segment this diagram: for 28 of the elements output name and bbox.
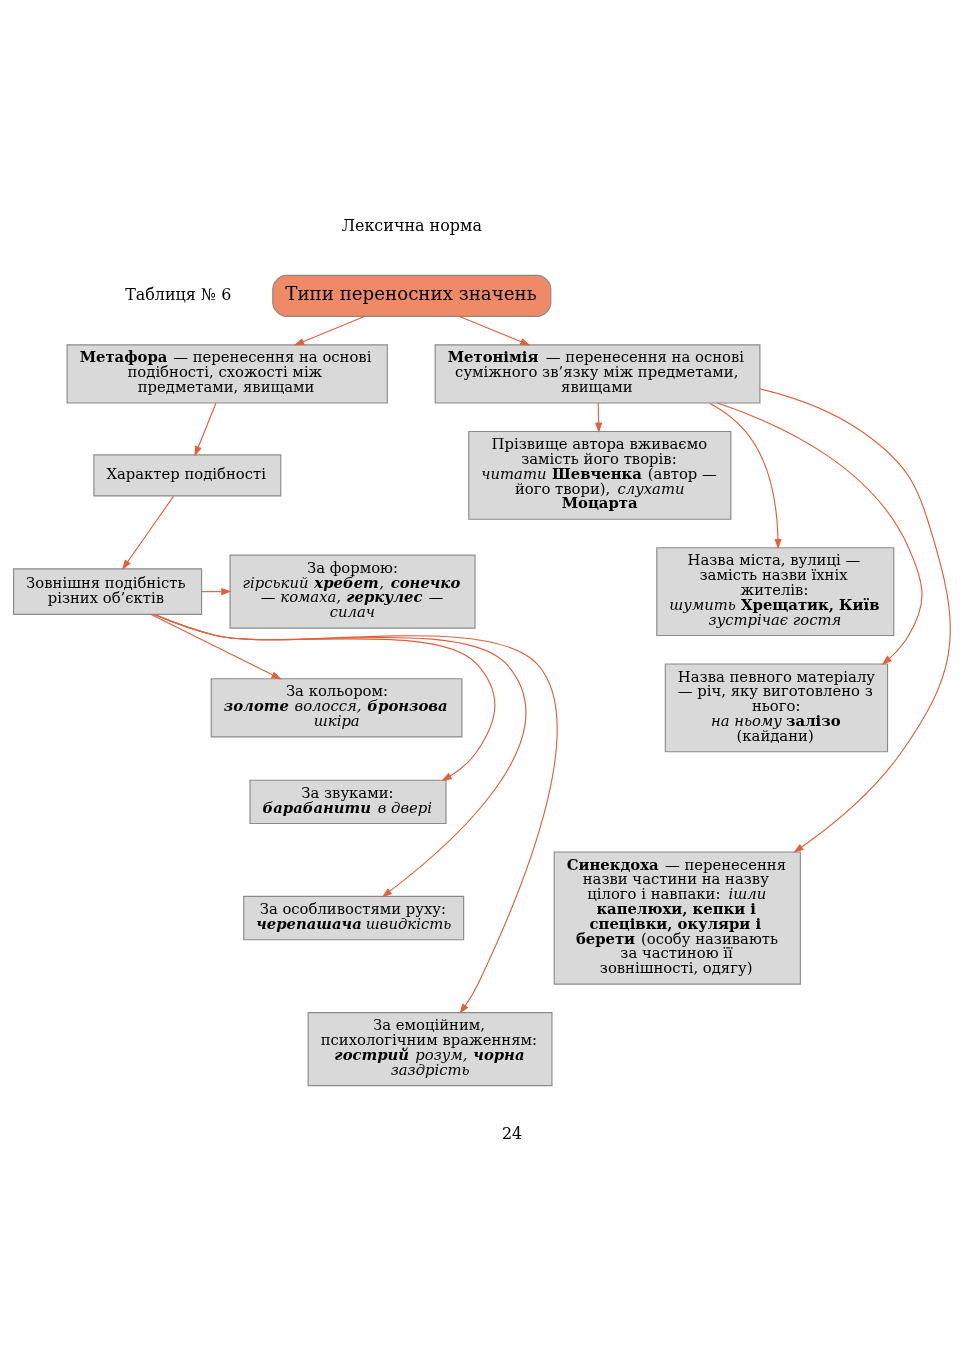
arrow — [194, 402, 216, 456]
node-box: Синекдоха — перенесення назви частини на назву цілого і навпаки: ішли капелюхи, кепки і спецівки, окуляри і берети (особу називають за частиною її зовнішності, одягу) — [553, 850, 801, 985]
node-box: Характер подібності — [92, 453, 281, 496]
arrow — [458, 315, 530, 345]
arrow — [200, 587, 232, 595]
label: 24 — [501, 1123, 522, 1143]
arrow — [150, 613, 282, 679]
node-box: За особливостями руху: черепашача швидкість — [242, 895, 464, 940]
node-box: Прізвище автора вживаємо замість його творів: читати Шевченка (автор — його твори), слухати Моцарта — [467, 430, 731, 520]
node-box: Назва певного матеріалу — річ, яку виготовлено з нього: на ньому залізо (кайдани) — [664, 662, 888, 752]
arrow — [594, 402, 602, 433]
node-box: За кольором: золоте волосся, бронзова шкіра — [210, 677, 462, 737]
node-box: Зовнішня подібність різних об’єктів — [12, 567, 202, 615]
label: Лексична норма — [341, 215, 482, 235]
arrow — [293, 315, 365, 345]
node-box: Метонімія — перенесення на основі суміжного зв’язку між предметами, явищами — [434, 343, 760, 404]
node-box: За формою: гірський хребет, сонечко — комаха, геркулес — силач — [229, 554, 476, 629]
label: Таблиця № 6 — [124, 284, 231, 304]
arrow — [708, 402, 782, 549]
node-box: Назва міста, вулиці — замість назви їхніх жителів: шумить Хрещатик, Київ зустрічає гостя — [655, 546, 894, 636]
arrow — [152, 613, 558, 1014]
arrow — [716, 402, 923, 665]
node-box: За емоційним, психологічним враженням: гострий розум, чорна заздрість — [307, 1011, 553, 1086]
node-box: За звуками: барабанити в двері — [248, 779, 447, 824]
arrow — [121, 495, 174, 570]
node-box: Метафора — перенесення на основі подібності, схожості між предметами, явищами — [66, 343, 388, 404]
node-box: Типи переносних значень — [271, 274, 551, 317]
arrow — [758, 387, 951, 853]
